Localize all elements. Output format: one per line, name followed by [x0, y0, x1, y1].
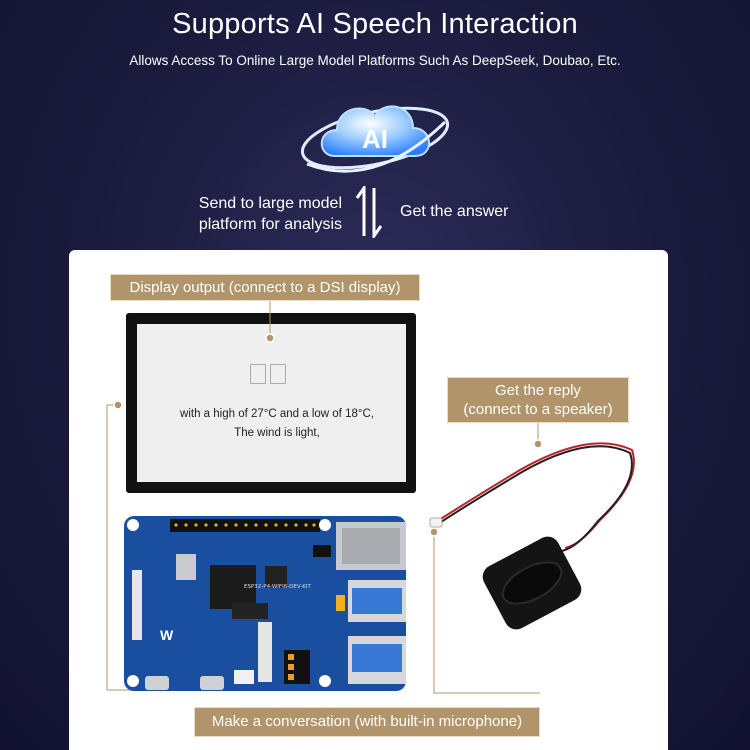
callout-display-output: Display output (connect to a DSI display… [110, 274, 420, 301]
callout-get-reply: Get the reply (connect to a speaker) [447, 377, 629, 423]
get-answer-text: Get the answer [400, 203, 509, 220]
callout-reply-line-1: Get the reply [495, 382, 581, 399]
callout-conversation: Make a conversation (with built-in micro… [194, 707, 540, 737]
send-line-2: platform for analysis [198, 216, 342, 233]
screen-text: with a high of 27°C and a low of 18°C, T… [140, 405, 414, 443]
missing-glyph-icon [250, 364, 290, 389]
page-subtitle: Allows Access To Online Large Model Plat… [129, 53, 621, 68]
display-screen [137, 324, 406, 482]
screen-line-2: The wind is light, [234, 427, 320, 439]
screen-line-1: with a high of 27°C and a low of 18°C, [180, 408, 374, 420]
ai-label: AI [362, 124, 388, 154]
send-line-1: Send to large model [198, 195, 342, 212]
send-to-model-text: Send to large model platform for analysi… [160, 193, 342, 235]
ai-cloud-icon: AI [300, 105, 450, 173]
callout-reply-line-2: (connect to a speaker) [463, 401, 613, 418]
up-down-arrows-icon [355, 186, 383, 238]
page-title: Supports AI Speech Interaction [172, 8, 578, 40]
